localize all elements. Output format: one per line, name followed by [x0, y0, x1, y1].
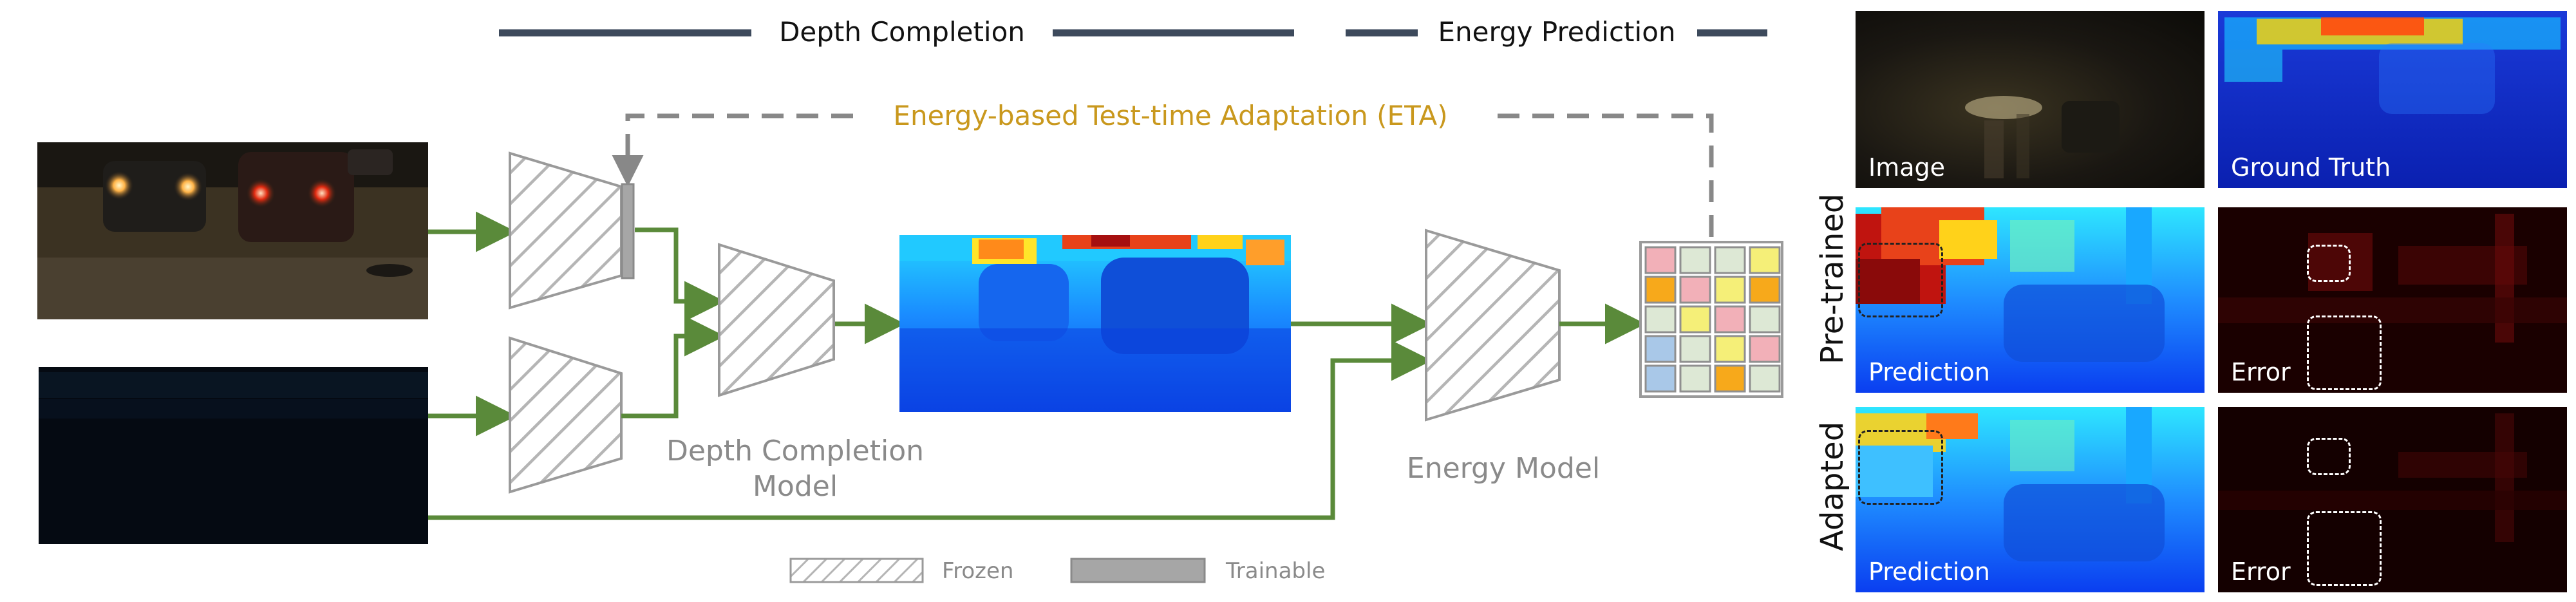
pretrained-error-scene	[2218, 207, 2567, 393]
predicted-depth-map	[899, 235, 1291, 412]
energy-map	[1639, 241, 1783, 398]
depth-completion-title: Depth Completion	[779, 16, 1025, 48]
panel-image-caption: Image	[1868, 153, 1946, 182]
legend-trainable-label: Trainable	[1225, 558, 1325, 584]
legend: Frozen Trainable	[789, 558, 1325, 584]
panel-ground-truth-scene	[2224, 17, 2561, 114]
energy-cell	[1749, 335, 1781, 363]
panel-adapted-prediction-caption: Prediction	[1868, 558, 1990, 586]
adapted-error-highlight-small	[2307, 438, 2351, 475]
panel-pretrained-error: Error	[2218, 207, 2567, 393]
energy-cell	[1714, 335, 1746, 363]
panel-image: Image	[1856, 11, 2205, 188]
depth-completion-model-label-line2: Model	[753, 470, 838, 503]
row-label-pretrained: Pre-trained	[1814, 193, 1850, 364]
legend-trainable-swatch	[1070, 558, 1206, 583]
energy-cell	[1644, 305, 1677, 334]
pretrained-error-highlight-large	[2307, 315, 2382, 390]
energy-cell	[1749, 246, 1781, 274]
depth-encoder	[509, 336, 623, 494]
energy-prediction-header: Energy Prediction	[1346, 16, 1767, 48]
panel-pretrained-prediction: Prediction	[1856, 207, 2205, 393]
adapted-prediction-highlight	[1858, 430, 1943, 505]
panel-ground-truth-caption: Ground Truth	[2231, 153, 2391, 182]
panel-pretrained-error-caption: Error	[2231, 358, 2291, 386]
panel-adapted-error: Error	[2218, 407, 2567, 592]
panel-image-scene	[1965, 96, 2120, 178]
panel-adapted-prediction: Prediction	[1856, 407, 2205, 592]
energy-model	[1425, 229, 1561, 422]
depth-completion-model-label-line1: Depth Completion	[666, 435, 924, 467]
energy-map-cells	[1644, 246, 1781, 393]
panel-pretrained-prediction-caption: Prediction	[1868, 358, 1990, 386]
adapted-error-scene	[2218, 407, 2567, 592]
energy-cell	[1714, 246, 1746, 274]
panel-ground-truth: Ground Truth	[2218, 11, 2567, 188]
energy-cell	[1749, 364, 1781, 393]
input-rgb-image	[37, 142, 428, 319]
energy-cell	[1679, 246, 1711, 274]
image-encoder	[509, 151, 635, 310]
energy-cell	[1679, 364, 1711, 393]
energy-cell	[1679, 276, 1711, 304]
energy-cell	[1679, 335, 1711, 363]
energy-cell	[1679, 305, 1711, 334]
energy-cell	[1749, 305, 1781, 334]
input-arrows	[428, 211, 1432, 520]
row-label-adapted: Adapted	[1814, 421, 1850, 551]
depth-completion-header: Depth Completion	[499, 16, 1294, 48]
encoder-to-decoder-arrows	[621, 227, 725, 419]
panel-adapted-error-caption: Error	[2231, 558, 2291, 586]
legend-frozen-label: Frozen	[942, 558, 1013, 584]
legend-frozen-swatch	[789, 558, 924, 583]
energy-cell	[1644, 335, 1677, 363]
adapted-prediction-scene	[1856, 407, 2165, 561]
pretrained-prediction-highlight	[1858, 243, 1943, 317]
energy-model-label: Energy Model	[1407, 452, 1600, 485]
energy-cell	[1644, 246, 1677, 274]
eta-feedback-path: Energy-based Test-time Adaptation (ETA)	[612, 100, 1714, 237]
trainable-adapter	[621, 183, 635, 279]
energy-cell	[1644, 364, 1677, 393]
adapted-error-highlight-large	[2307, 511, 2382, 586]
energy-cell	[1644, 276, 1677, 304]
pretrained-prediction-scene	[1856, 207, 2165, 362]
energy-cell	[1714, 276, 1746, 304]
energy-cell	[1749, 276, 1781, 304]
input-sparse-depth	[39, 367, 428, 544]
depth-completion-decoder	[718, 243, 835, 397]
energy-cell	[1714, 364, 1746, 393]
energy-prediction-title: Energy Prediction	[1438, 16, 1675, 48]
eta-label: Energy-based Test-time Adaptation (ETA)	[893, 100, 1447, 131]
energy-cell	[1714, 305, 1746, 334]
pretrained-error-highlight-small	[2307, 245, 2351, 282]
